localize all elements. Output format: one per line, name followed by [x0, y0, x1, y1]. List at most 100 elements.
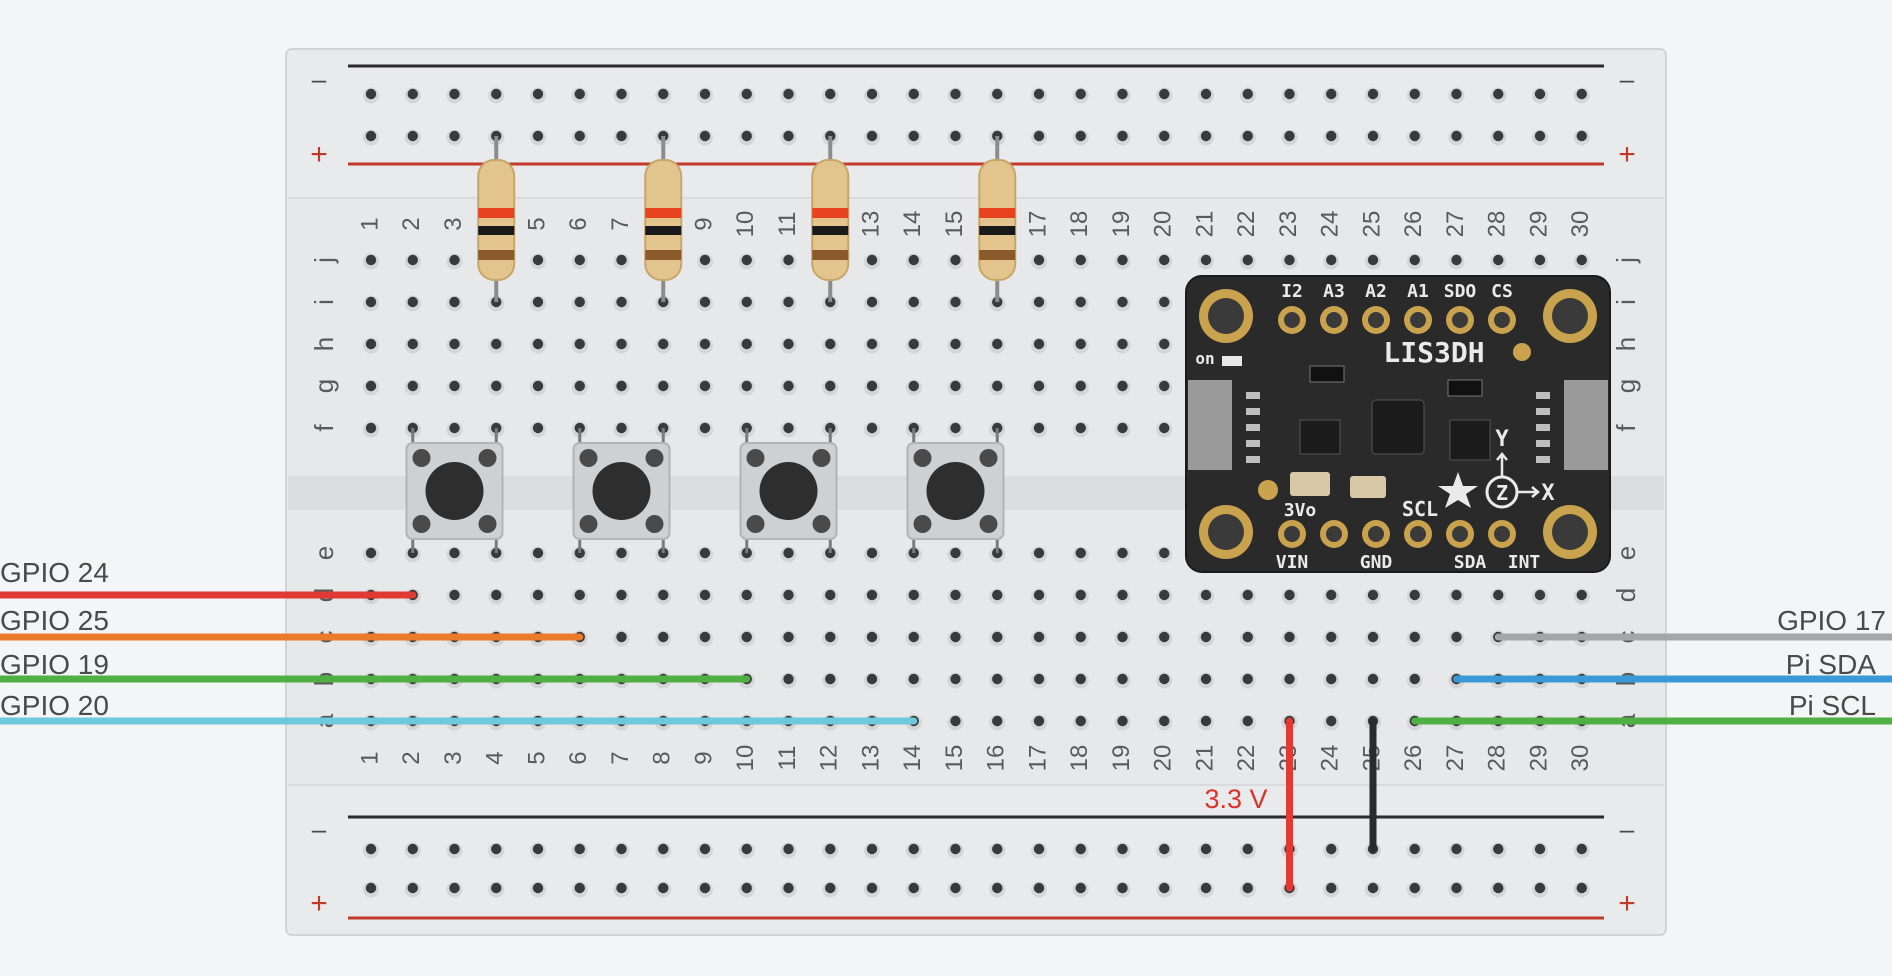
row-letter: j [309, 257, 339, 264]
hole [783, 673, 794, 685]
power-label-3v3: 3.3 V [1204, 784, 1267, 814]
hole [1493, 843, 1504, 855]
hole [1159, 88, 1170, 100]
hole [491, 843, 502, 855]
hole [1159, 589, 1170, 601]
hole [1284, 673, 1295, 685]
button-corner [645, 515, 664, 533]
hole [866, 338, 878, 350]
hole [1159, 715, 1170, 727]
hole [699, 88, 711, 100]
hole [699, 547, 711, 559]
smd-pad [1246, 440, 1260, 447]
hole [992, 882, 1003, 894]
hole [616, 130, 627, 142]
column-number: 18 [1066, 211, 1093, 238]
push-button-cap [926, 462, 985, 520]
hole [1200, 715, 1212, 727]
hole [658, 589, 669, 601]
hole [1409, 88, 1420, 100]
hole [365, 338, 377, 350]
hole [825, 882, 836, 894]
column-number: 9 [690, 751, 717, 764]
column-number: 4 [482, 751, 509, 764]
hole [783, 843, 794, 855]
button-corner [412, 515, 431, 533]
sensor-pin-hole [1284, 312, 1300, 328]
hole [1033, 882, 1045, 894]
hole [1284, 130, 1295, 142]
hole [1576, 843, 1587, 855]
hole [491, 380, 502, 392]
button-corner [746, 515, 765, 533]
row-letter: i [309, 299, 339, 305]
hole [1534, 882, 1546, 894]
hole [1075, 254, 1086, 266]
sensor-pin-hole [1410, 526, 1426, 542]
push-button-cap [592, 462, 651, 520]
hole [532, 589, 544, 601]
hole [1075, 130, 1086, 142]
hole [532, 338, 544, 350]
hole [1367, 673, 1379, 685]
hole [1033, 422, 1045, 434]
hole [1451, 88, 1462, 100]
smd-pad [1246, 456, 1260, 463]
hole [950, 130, 961, 142]
hole [950, 254, 961, 266]
column-number: 18 [1066, 745, 1093, 772]
hole [1200, 254, 1212, 266]
hole [699, 631, 711, 643]
hole [1033, 547, 1045, 559]
hole [574, 882, 585, 894]
wire-label-gpio25: GPIO 25 [0, 605, 109, 636]
hole [992, 88, 1003, 100]
hole [407, 380, 418, 392]
column-number: 6 [565, 217, 592, 230]
wire-label-gpio19: GPIO 19 [0, 649, 109, 680]
resistor-band [478, 208, 515, 218]
wires [0, 591, 1892, 892]
hole [1075, 631, 1086, 643]
column-number: 15 [941, 211, 968, 238]
hole [1242, 631, 1253, 643]
hole [1576, 589, 1587, 601]
resistor-band [979, 226, 1016, 235]
hole [950, 547, 961, 559]
hole [1451, 130, 1462, 142]
sensor-pin-hole [1452, 312, 1468, 328]
sensor-pin-hole [1452, 526, 1468, 542]
hole [616, 589, 627, 601]
hole [1326, 88, 1337, 100]
hole [1033, 88, 1045, 100]
hole [741, 254, 752, 266]
row-letter: g [309, 379, 339, 393]
hole [1117, 296, 1128, 308]
sensor-top-pin-label: I2 [1281, 281, 1303, 302]
hole [783, 547, 794, 559]
hole [1451, 254, 1462, 266]
hole [741, 843, 752, 855]
hole [1075, 843, 1086, 855]
hole [532, 380, 544, 392]
sensor-bottom-pin-label: INT [1508, 552, 1541, 573]
wire-label-gpio17: GPIO 17 [1777, 605, 1886, 636]
hole [1159, 673, 1170, 685]
hole [908, 673, 919, 685]
hole [1159, 422, 1170, 434]
axis-label-x: X [1541, 481, 1554, 506]
hole [449, 338, 460, 350]
hole [950, 422, 961, 434]
sensor-top-pin-label: A1 [1407, 281, 1429, 302]
column-number: 14 [899, 745, 926, 772]
hole [1493, 589, 1504, 601]
rail-plus-symbol: + [1618, 887, 1636, 920]
left-connector [1188, 380, 1232, 470]
column-number: 20 [1150, 211, 1177, 238]
hole [491, 882, 502, 894]
resistor-band [812, 208, 849, 218]
column-number: 11 [774, 746, 801, 771]
hole [950, 631, 961, 643]
hole [1159, 882, 1170, 894]
sensor-top-pin-label: SDO [1444, 281, 1477, 302]
